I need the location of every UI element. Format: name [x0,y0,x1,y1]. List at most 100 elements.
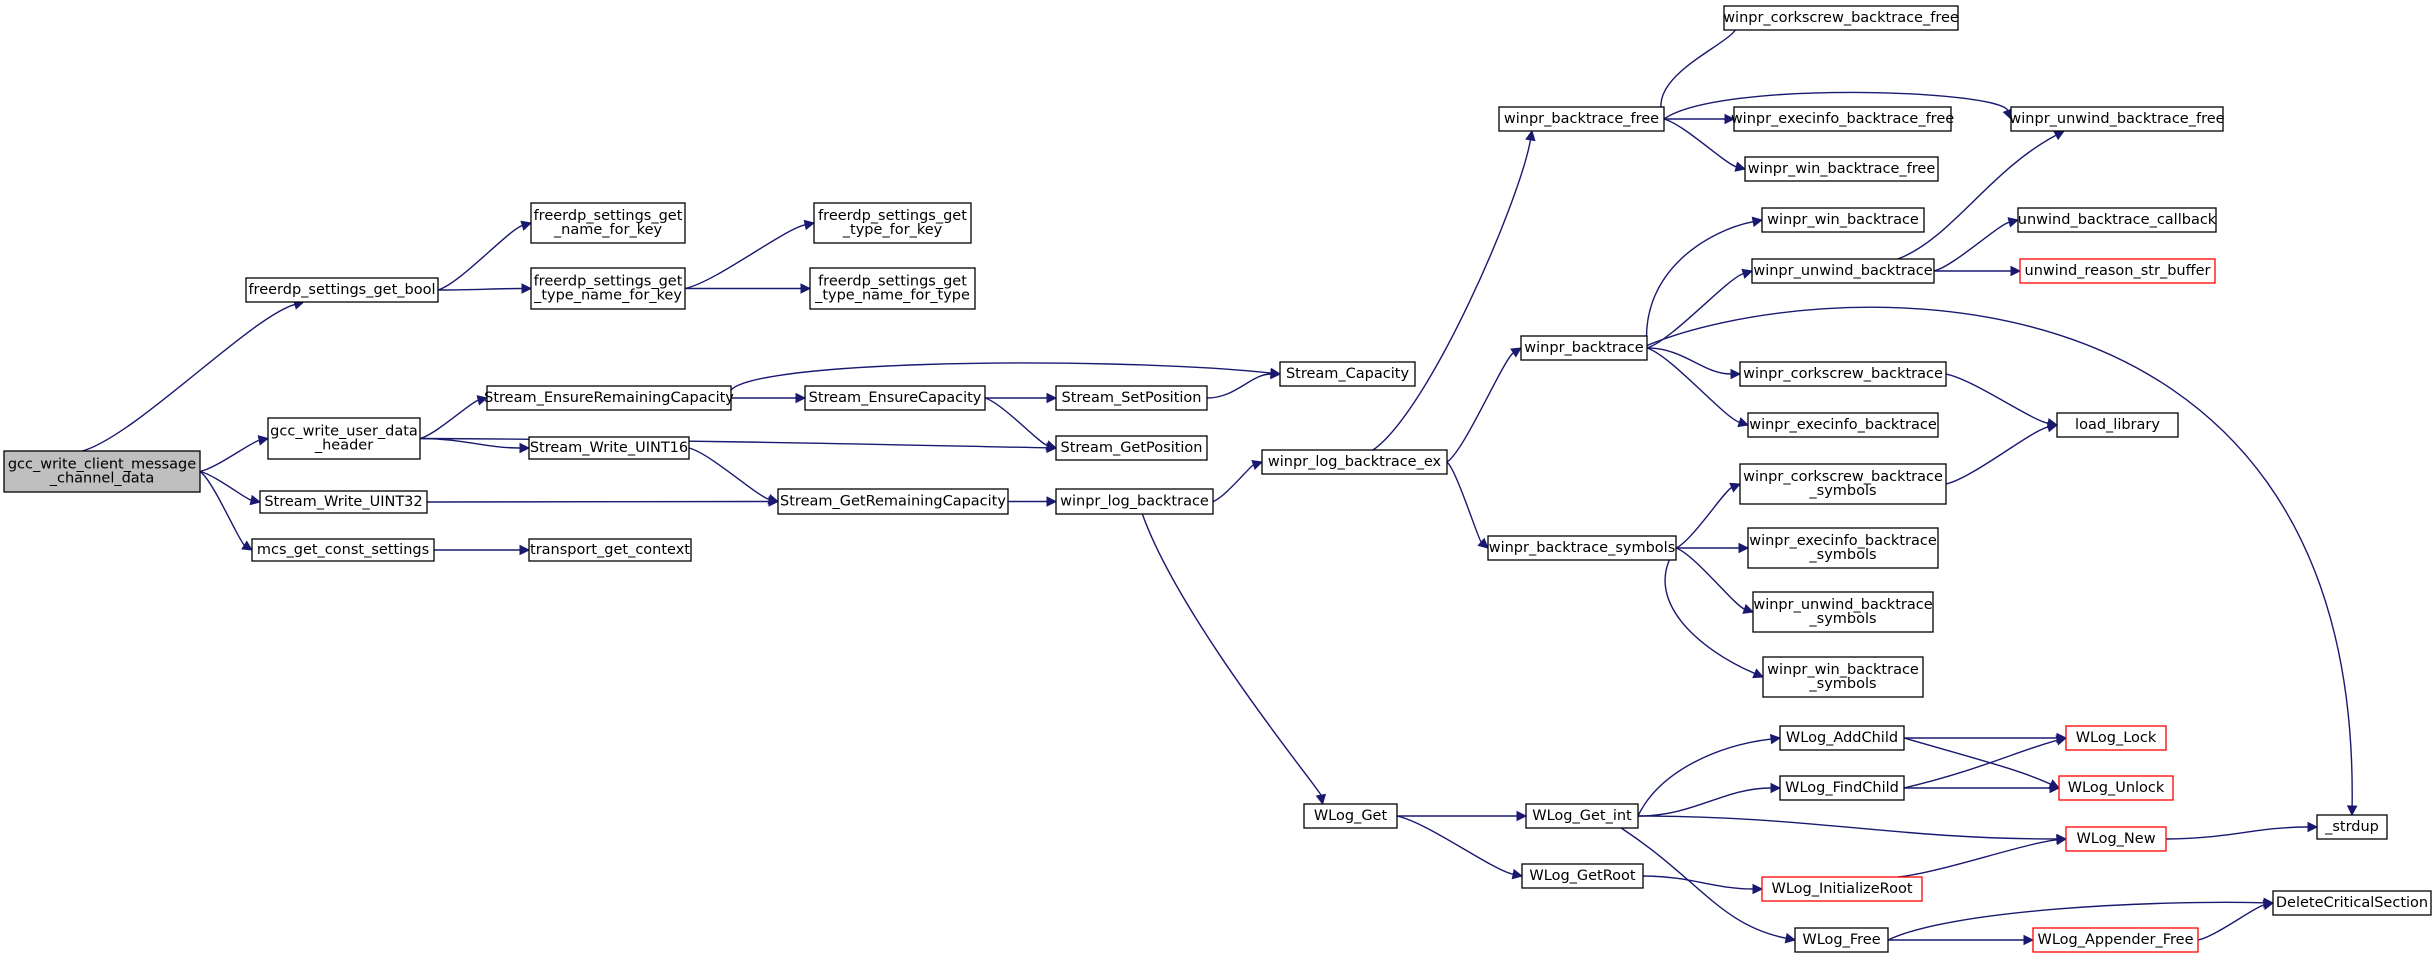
node-wlog-get[interactable]: WLog_Get [1303,803,1398,829]
node-box [1279,361,1416,387]
node-freerdp-settings-get-name-for-key[interactable]: freerdp_settings_get_name_for_key [530,202,686,244]
node-stream-ensurecapacity[interactable]: Stream_EnsureCapacity [804,385,986,411]
node-wlog-lock[interactable]: WLog_Lock [2065,725,2167,751]
node-stream-write-uint32[interactable]: Stream_Write_UINT32 [259,490,428,514]
node-winpr-corkscrew-backtrace-symbols[interactable]: winpr_corkscrew_backtrace_symbols [1739,463,1947,505]
node-box [2065,725,2167,751]
edge-stream-write-uint32-to-stream-getremainingcapacity [426,496,780,507]
node-label: Stream_Write_UINT16 [530,440,688,456]
arrowhead-icon [1046,392,1058,404]
edge-line [199,470,252,501]
edge-line [1141,513,1322,796]
node-label: load_library [2075,417,2160,433]
node-winpr-backtrace-symbols[interactable]: winpr_backtrace_symbols [1487,535,1677,561]
node-winpr-execinfo-backtrace[interactable]: winpr_execinfo_backtrace [1747,412,1939,438]
node-freerdp-settings-get-type-for-key[interactable]: freerdp_settings_get_type_for_key [813,202,972,244]
node-box [1751,258,1935,284]
edge-freerdp-settings-get-bool-to-freerdp-settings-get-name-for-key [437,220,533,291]
node-gcc-write-client-message-channel-data[interactable]: gcc_write_client_message_channel_data [3,450,201,493]
node-wlog-free[interactable]: WLog_Free [1794,927,1889,953]
edge-winpr-backtrace-symbols-to-winpr-execinfo-backtrace-symbols [1675,542,1750,554]
edge-line [1664,547,1756,675]
node-winpr-win-backtrace[interactable]: winpr_win_backtrace [1761,207,1925,233]
node-winpr-log-backtrace[interactable]: winpr_log_backtrace [1055,488,1214,515]
node-mcs-get-const-settings[interactable]: mcs_get_const_settings [251,538,435,562]
arrowhead-icon [2346,805,2358,817]
function-nodes: gcc_write_client_message_channel_data fre… [3,5,2432,953]
node-winpr-log-backtrace-ex[interactable]: winpr_log_backtrace_ex [1261,449,1448,475]
edge-winpr-log-backtrace-ex-to-winpr-backtrace-free [1372,129,1536,451]
edge-winpr-backtrace-free-to-winpr-win-backtrace-free [1663,118,1747,172]
edge-line [1646,306,2353,807]
node-wlog-addchild[interactable]: WLog_AddChild [1779,725,1905,751]
node-wlog-get-int[interactable]: WLog_Get_int [1525,803,1639,829]
edge-stream-ensurecapacity-to-stream-getposition [984,397,1058,451]
node-wlog-getroot[interactable]: WLog_GetRoot [1521,863,1644,889]
edge-winpr-log-backtrace-ex-to-winpr-backtrace-symbols [1446,461,1489,549]
node-winpr-win-backtrace-free[interactable]: winpr_win_backtrace_free [1744,156,1939,182]
node-label: winpr_corkscrew_backtrace_free [1723,10,1959,26]
node-stream-getposition[interactable]: Stream_GetPosition [1055,435,1208,461]
node-unwind-backtrace-callback[interactable]: unwind_backtrace_callback [2017,207,2217,233]
edge-line [1212,464,1254,503]
node-load-library[interactable]: load_library [2056,412,2179,438]
node-winpr-unwind-backtrace-free[interactable]: winpr_unwind_backtrace_free [2009,106,2225,132]
node-winpr-execinfo-backtrace-symbols[interactable]: winpr_execinfo_backtrace_symbols [1747,527,1939,569]
node-wlog-new[interactable]: WLog_New [2065,826,2167,852]
node-unwind-reason-str-buffer[interactable]: unwind_reason_str_buffer [2019,258,2216,284]
node-strdup[interactable]: _strdup [2316,814,2388,840]
edge-wlog-get-int-to-wlog-findchild [1637,782,1782,817]
edge-line [437,287,523,291]
node-stream-ensureremainingcapacity[interactable]: Stream_EnsureRemainingCapacity [484,385,734,411]
node-stream-capacity[interactable]: Stream_Capacity [1279,361,1416,387]
edge-line [199,439,260,473]
node-winpr-win-backtrace-symbols[interactable]: winpr_win_backtrace_symbols [1762,656,1924,698]
edge-line [1646,347,1740,423]
edge-line [728,362,1272,399]
node-stream-write-uint16[interactable]: Stream_Write_UINT16 [528,436,690,460]
edge-line [1642,875,1754,890]
node-gcc-write-user-data-header[interactable]: gcc_write_user_data_header [267,417,421,460]
node-freerdp-settings-get-type-name-for-type[interactable]: freerdp_settings_get_type_name_for_type [809,267,976,310]
node-stream-setposition[interactable]: Stream_SetPosition [1055,385,1208,411]
node-transport-get-context[interactable]: transport_get_context [528,538,692,562]
node-winpr-backtrace[interactable]: winpr_backtrace [1520,335,1648,361]
node-freerdp-settings-get-type-name-for-key[interactable]: freerdp_settings_get_type_name_for_key [530,267,686,310]
node-winpr-unwind-backtrace-symbols[interactable]: winpr_unwind_backtrace_symbols [1752,591,1934,633]
node-wlog-initializeroot[interactable]: WLog_InitializeRoot [1761,876,1923,902]
arrowhead-icon [257,435,270,446]
edge-wlog-get-to-wlog-get-int [1397,810,1528,822]
node-winpr-backtrace-free[interactable]: winpr_backtrace_free [1498,106,1665,132]
edge-winpr-backtrace-symbols-to-winpr-corkscrew-backtrace-symbols [1675,482,1742,549]
node-box [1733,106,1952,132]
arrowhead-icon [249,494,262,506]
node-deletecriticalsection[interactable]: DeleteCriticalSection [2272,890,2432,916]
node-winpr-execinfo-backtrace-free[interactable]: winpr_execinfo_backtrace_free [1731,106,1954,132]
node-wlog-unlock[interactable]: WLog_Unlock [2058,775,2174,801]
edge-winpr-backtrace-to-strdup [1646,306,2358,817]
node-winpr-unwind-backtrace[interactable]: winpr_unwind_backtrace [1751,258,1935,284]
arrowhead-icon [1737,417,1750,428]
node-box [804,385,986,411]
edge-wlog-initializeroot-to-wlog-new [1897,834,2068,878]
node-winpr-corkscrew-backtrace[interactable]: winpr_corkscrew_backtrace [1739,361,1947,387]
node-winpr-corkscrew-backtrace-free[interactable]: winpr_corkscrew_backtrace_free [1723,5,1959,31]
node-stream-getremainingcapacity[interactable]: Stream_GetRemainingCapacity [777,488,1009,515]
node-box [2316,814,2388,840]
node-label: WLog_FindChild [1785,780,1899,796]
node-label: Stream_Capacity [1286,366,1409,382]
edge-wlog-new-to-strdup [2165,821,2319,840]
node-label: winpr_unwind_backtrace_free [2009,111,2224,127]
node-wlog-appender-free[interactable]: WLog_Appender_Free [2032,927,2199,953]
node-label: winpr_execinfo_backtrace_free [1731,111,1954,127]
arrowhead-icon [519,544,531,556]
node-label: _channel_data [49,471,155,487]
node-wlog-findchild[interactable]: WLog_FindChild [1779,775,1905,801]
node-freerdp-settings-get-bool[interactable]: freerdp_settings_get_bool [245,277,439,303]
edge-gcc-write-client-message-channel-data-to-mcs-get-const-settings [199,470,253,551]
node-box [2019,258,2216,284]
node-label: _strdup [2324,819,2379,835]
edge-wlog-get-int-to-wlog-free [1620,827,1797,944]
edge-line [1663,118,1737,168]
node-box [486,385,732,411]
